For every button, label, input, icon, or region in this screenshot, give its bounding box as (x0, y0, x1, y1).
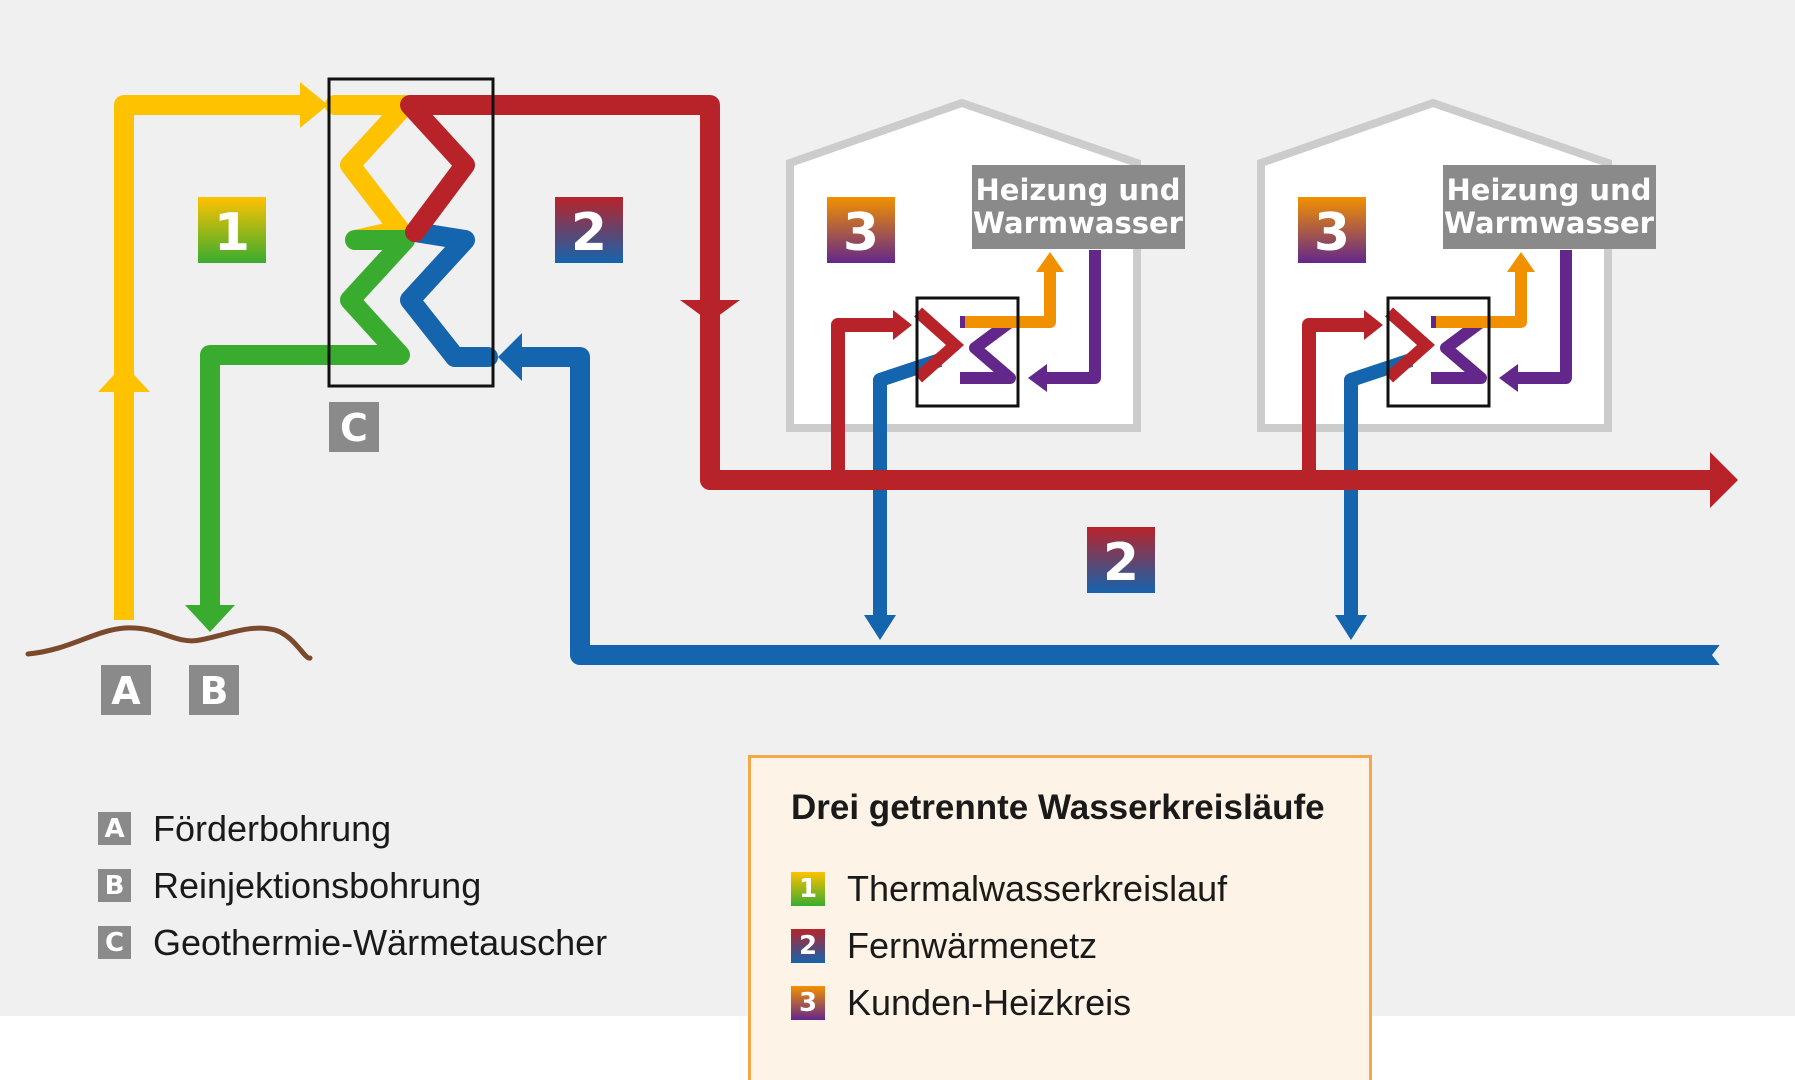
badge-b: B (189, 665, 239, 715)
badge-2-bottom: 2 (1087, 527, 1155, 593)
legend-label: Förderbohrung (153, 807, 392, 849)
legend-key: B (98, 869, 131, 902)
circuit-label: Fernwärmenetz (847, 925, 1098, 966)
legend-label: Reinjektionsbohrung (153, 864, 482, 906)
ground-line (25, 625, 313, 661)
legend-key: C (98, 926, 131, 959)
district-cold-pipe (400, 222, 1722, 668)
badge-c: C (329, 402, 379, 452)
district-hot-pipe (400, 95, 1738, 508)
customer-circuit-right (1386, 250, 1572, 408)
badge-3-left: 3 (827, 197, 895, 263)
svg-text:B: B (200, 669, 229, 713)
circuit-item-3: 3 Kunden-Heizkreis (791, 982, 1131, 1024)
circuit-item-1: 1 Thermalwasserkreislauf (791, 868, 1227, 910)
thermal-cold-pipe (185, 230, 415, 632)
circuit-key: 2 (791, 929, 825, 963)
heating-label-right: Heizung und Warmwasser (1443, 165, 1656, 249)
legend-label: Geothermie-Wärmetauscher (153, 921, 608, 963)
circuit-key: 1 (791, 872, 825, 906)
svg-text:Heizung und: Heizung und (1447, 173, 1652, 207)
svg-text:2: 2 (1103, 533, 1139, 593)
badge-1: 1 (198, 197, 266, 263)
geothermal-heat-exchanger (327, 77, 495, 388)
badge-2-top: 2 (555, 197, 623, 263)
legend-key: A (98, 812, 131, 845)
svg-text:Heizung und: Heizung und (976, 173, 1181, 207)
badge-a: A (101, 665, 151, 715)
heating-label-left: Heizung und Warmwasser (972, 165, 1185, 249)
circuit-label: Kunden-Heizkreis (847, 982, 1132, 1023)
badge-3-right: 3 (1298, 197, 1366, 263)
circuit-item-2: 2 Fernwärmenetz (791, 925, 1097, 967)
circuit-legend-title: Drei getrennte Wasserkreisläufe (791, 788, 1325, 827)
customer-circuit-left (915, 250, 1101, 408)
svg-text:C: C (340, 406, 368, 450)
circuit-key: 3 (791, 986, 825, 1020)
svg-text:1: 1 (214, 203, 250, 263)
svg-text:Warmwasser: Warmwasser (973, 206, 1184, 240)
legend-item-b: B Reinjektionsbohrung (98, 857, 607, 914)
circuit-legend-box: Drei getrennte Wasserkreisläufe 1 Therma… (748, 755, 1372, 1080)
circuit-label: Thermalwasserkreislauf (847, 868, 1228, 909)
svg-text:Warmwasser: Warmwasser (1444, 206, 1655, 240)
svg-text:3: 3 (843, 203, 879, 263)
svg-text:3: 3 (1314, 203, 1350, 263)
geothermal-diagram: Heizung und Warmwasser Heizung und Warmw… (25, 77, 1738, 715)
legend-item-c: C Geothermie-Wärmetauscher (98, 914, 607, 971)
svg-text:A: A (111, 669, 141, 713)
legend-item-a: A Förderbohrung (98, 800, 607, 857)
svg-text:2: 2 (571, 203, 607, 263)
letter-legend: A Förderbohrung B Reinjektionsbohrung C … (98, 800, 607, 971)
